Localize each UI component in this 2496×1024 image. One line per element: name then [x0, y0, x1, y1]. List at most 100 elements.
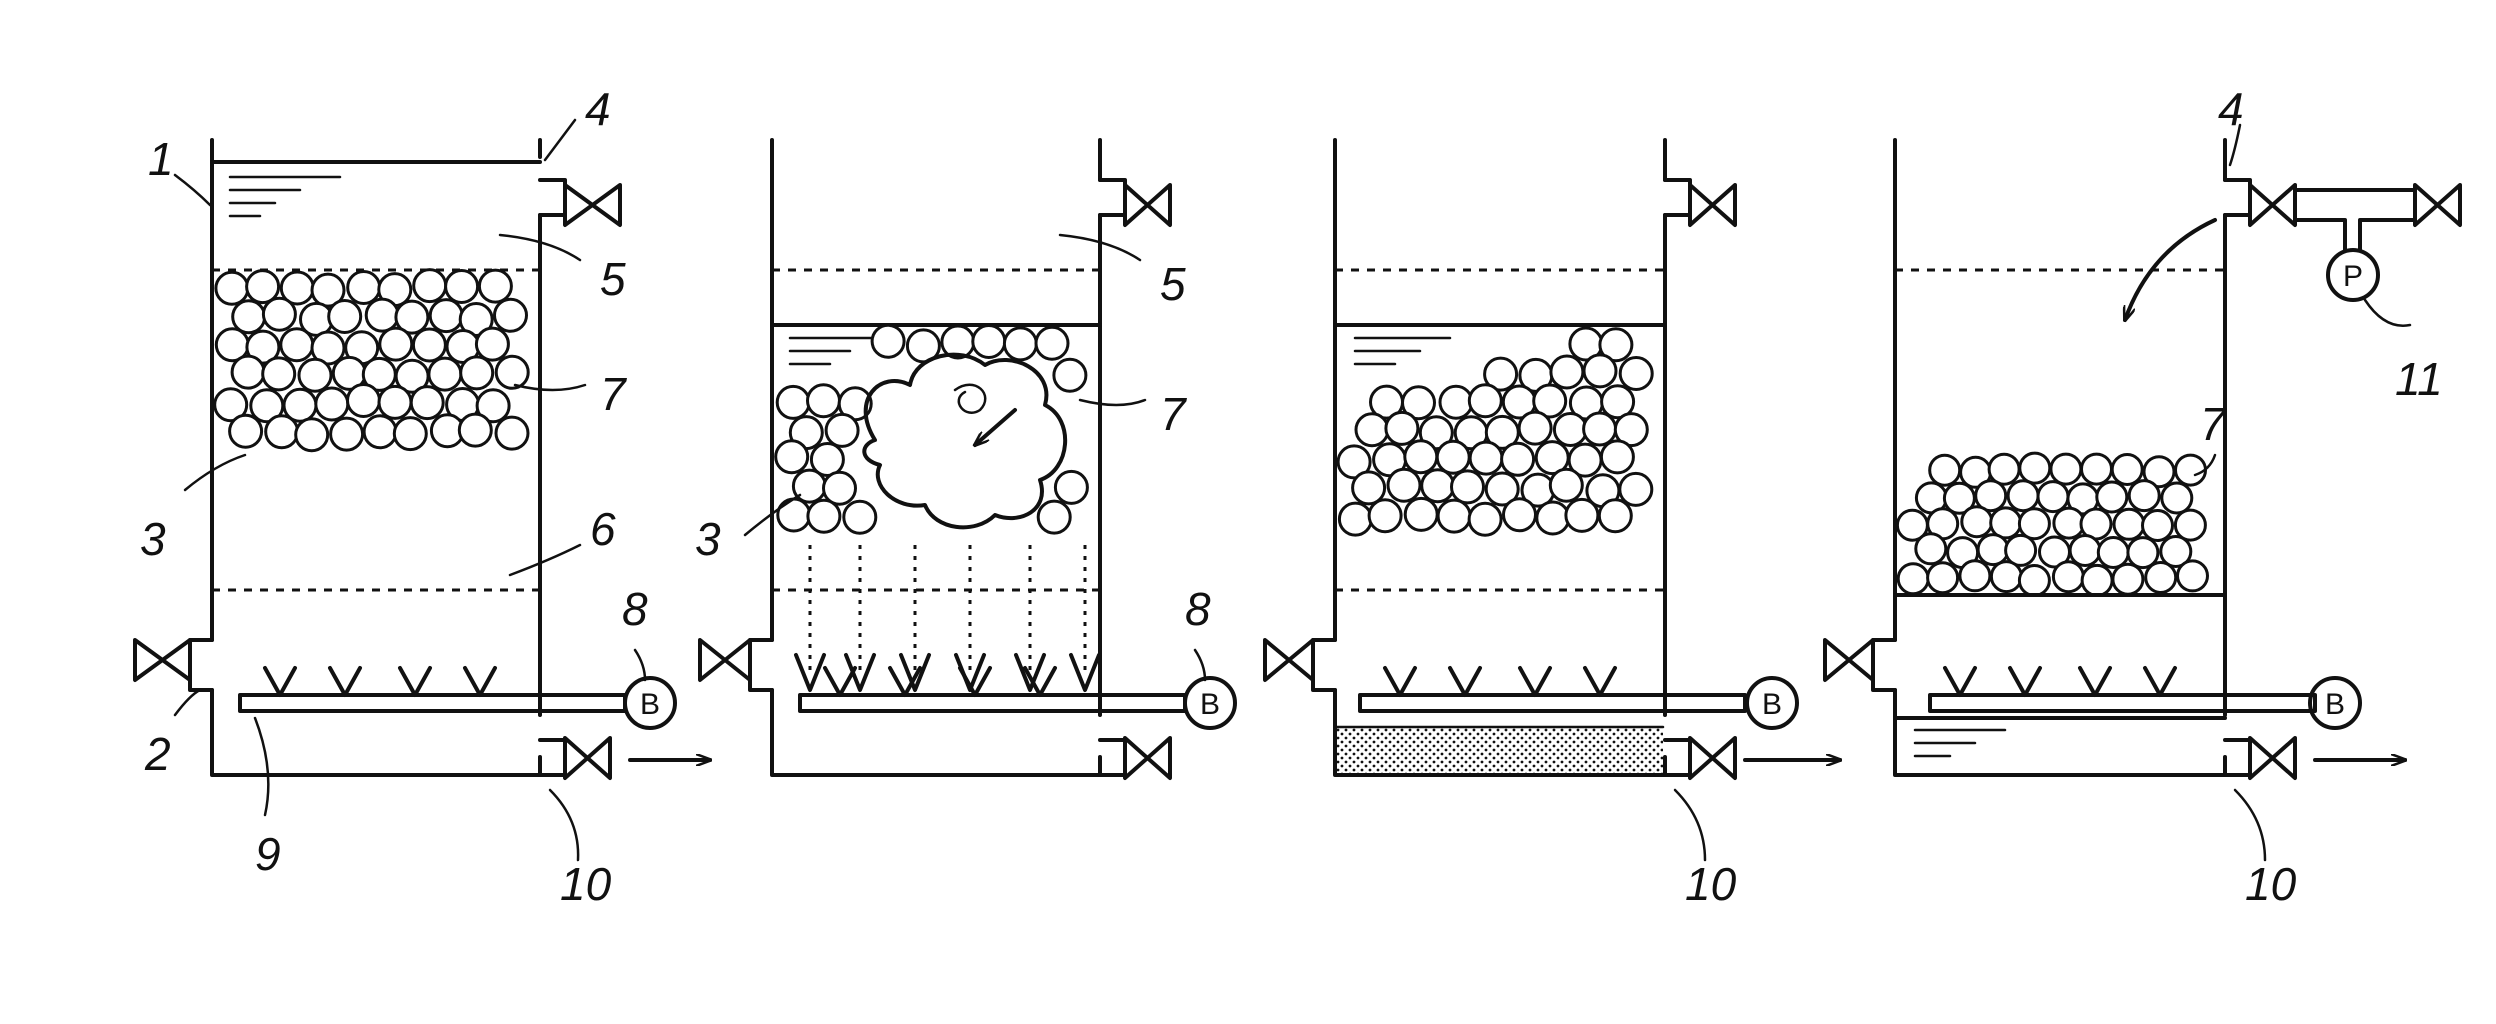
inlet-valve	[133, 638, 192, 682]
tank-wall-left	[770, 138, 1102, 777]
filter-bead	[1403, 496, 1439, 532]
leader-5	[1058, 233, 1142, 262]
filter-bead	[294, 417, 330, 453]
label-5: 5	[1160, 258, 1186, 310]
filter-bead	[776, 497, 812, 533]
drain-valve	[1123, 736, 1172, 780]
filter-bead	[1467, 501, 1503, 537]
filter-bead	[1468, 440, 1504, 476]
filter-bead	[1401, 385, 1436, 421]
filter-bead	[444, 269, 480, 304]
filter-bead	[1552, 412, 1588, 447]
leader-8	[1193, 648, 1207, 682]
filter-bead	[297, 357, 333, 393]
drain-pipe	[1663, 738, 1692, 777]
filter-bead	[822, 470, 857, 506]
filter-bead	[1960, 505, 1994, 539]
filter-bead	[377, 384, 413, 420]
inlet-pipe	[1311, 638, 1337, 692]
filter-bead	[1354, 412, 1390, 448]
filter-bead	[279, 327, 315, 363]
filter-bead	[1517, 410, 1553, 446]
filter-media-beads	[1336, 326, 1654, 537]
filter-bead	[1532, 383, 1568, 419]
filter-bead	[774, 439, 810, 475]
backwash-valve-2	[2413, 183, 2462, 227]
filter-media-beads	[1895, 451, 2209, 597]
filter-bead	[213, 387, 249, 423]
filter-bead	[1403, 439, 1439, 475]
filter-bead	[1484, 471, 1520, 507]
filter-bead	[2018, 451, 2052, 485]
blower-letter: B	[1762, 688, 1782, 721]
filter-bead	[1483, 356, 1519, 392]
filter-bead	[809, 442, 845, 477]
filter-bead	[245, 269, 281, 305]
filter-bead	[1896, 562, 1930, 596]
filter-bead	[261, 356, 297, 392]
filter-bead	[1926, 561, 1960, 595]
filter-bead	[1420, 468, 1456, 504]
filter-bead	[1535, 500, 1571, 536]
label-7: 7	[2200, 398, 2227, 450]
filter-bead	[477, 268, 513, 304]
drain-valve	[1688, 736, 1737, 780]
filter-bead	[427, 356, 463, 392]
air-pipe	[798, 693, 1187, 713]
filter-bead	[2174, 453, 2207, 487]
filter-bead	[1053, 469, 1089, 505]
filter-bead	[1974, 479, 2008, 513]
blower	[1183, 676, 1237, 730]
filter-bead	[1436, 498, 1472, 534]
filter-bead	[1618, 356, 1654, 391]
label-9: 9	[255, 828, 281, 880]
filter-bead	[2004, 533, 2038, 567]
filter-bead	[1036, 499, 1072, 535]
air-pipe	[1358, 693, 1747, 713]
leader-10	[548, 788, 580, 862]
filter-bead	[2173, 508, 2207, 542]
filter-bead	[2080, 563, 2114, 597]
filter-bead	[231, 299, 267, 335]
panel-2-air-scouring: B 3 5 7 8	[695, 138, 1237, 780]
pump	[2326, 248, 2380, 302]
filter-bead	[775, 384, 811, 420]
drain-valve	[563, 736, 612, 780]
sediment-layer	[1337, 727, 1663, 773]
leader-7	[1078, 398, 1147, 407]
filter-bead	[459, 355, 495, 391]
filter-bead	[310, 272, 346, 308]
filter-bead	[824, 412, 860, 448]
backwash-pipe	[2223, 178, 2252, 217]
filter-bead	[1351, 470, 1387, 506]
filter-bead	[2017, 564, 2051, 597]
filter-bead	[1549, 354, 1585, 390]
filter-bead	[1564, 497, 1600, 533]
pump-letter: P	[2343, 260, 2363, 293]
filter-bead	[264, 414, 300, 450]
filter-bead	[2068, 534, 2102, 567]
leader-3	[743, 493, 802, 537]
filter-bead	[409, 385, 445, 421]
filter-bead	[1598, 327, 1634, 363]
filter-bead	[1500, 441, 1536, 477]
filter-bead	[1976, 533, 2010, 567]
label-4: 4	[585, 83, 611, 135]
filter-bead	[1337, 501, 1373, 537]
leader-1	[173, 173, 212, 207]
backwash-flow-arrow	[2125, 218, 2217, 320]
air-nozzles	[263, 666, 497, 697]
filter-bead	[1600, 384, 1636, 420]
filter-bead	[1599, 439, 1635, 475]
outlet-valve-upper	[1123, 183, 1172, 227]
filter-bead	[1438, 384, 1474, 420]
filter-bead	[2144, 561, 2178, 594]
filter-bead	[228, 413, 264, 449]
filter-bead	[2112, 507, 2146, 541]
inlet-pipe	[748, 638, 774, 692]
filter-media-beads	[213, 268, 530, 453]
outlet-valve-upper	[1688, 183, 1737, 227]
label-10: 10	[2245, 858, 2297, 910]
inlet-valve	[1823, 638, 1875, 682]
